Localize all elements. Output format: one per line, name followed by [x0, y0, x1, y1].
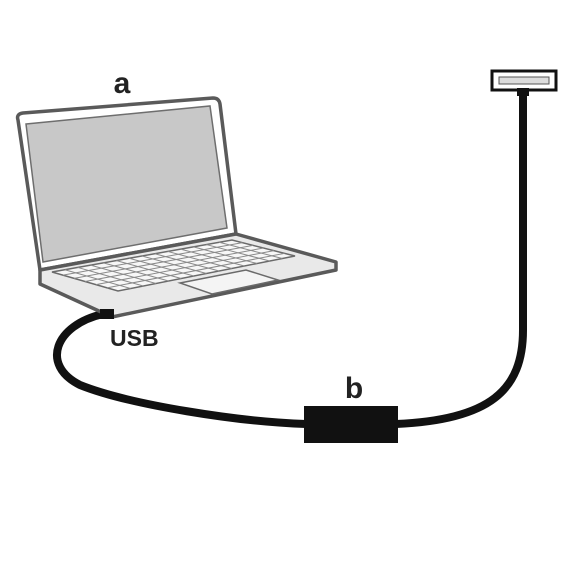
- key-column-line: [129, 257, 194, 277]
- laptop-keys: [62, 241, 285, 289]
- key-column-line: [77, 266, 144, 287]
- adapter-box-icon: [304, 406, 398, 443]
- adapter-cable: [392, 81, 527, 428]
- usb-plug: [100, 309, 114, 319]
- key-column-line: [90, 264, 157, 284]
- key-column-line: [64, 269, 131, 289]
- key-column-line: [206, 244, 270, 262]
- key-column-line: [219, 241, 283, 259]
- connector-neck: [517, 88, 529, 96]
- key-column-line: [116, 260, 182, 279]
- t-connector-icon: [490, 69, 558, 96]
- label-a: a: [114, 67, 131, 100]
- key-column-line: [180, 248, 245, 267]
- key-column-line: [103, 262, 169, 282]
- laptop-icon: [15, 96, 338, 319]
- key-column-line: [154, 253, 220, 272]
- laptop-screen: [25, 105, 228, 263]
- key-column-line: [141, 255, 207, 274]
- label-usb: USB: [110, 325, 159, 351]
- connector-inner: [498, 76, 550, 85]
- key-column-line: [167, 250, 232, 269]
- usb-cable: [53, 310, 310, 428]
- label-b: b: [345, 372, 363, 405]
- laptop-touchpad: [177, 269, 281, 295]
- key-column-line: [193, 246, 258, 264]
